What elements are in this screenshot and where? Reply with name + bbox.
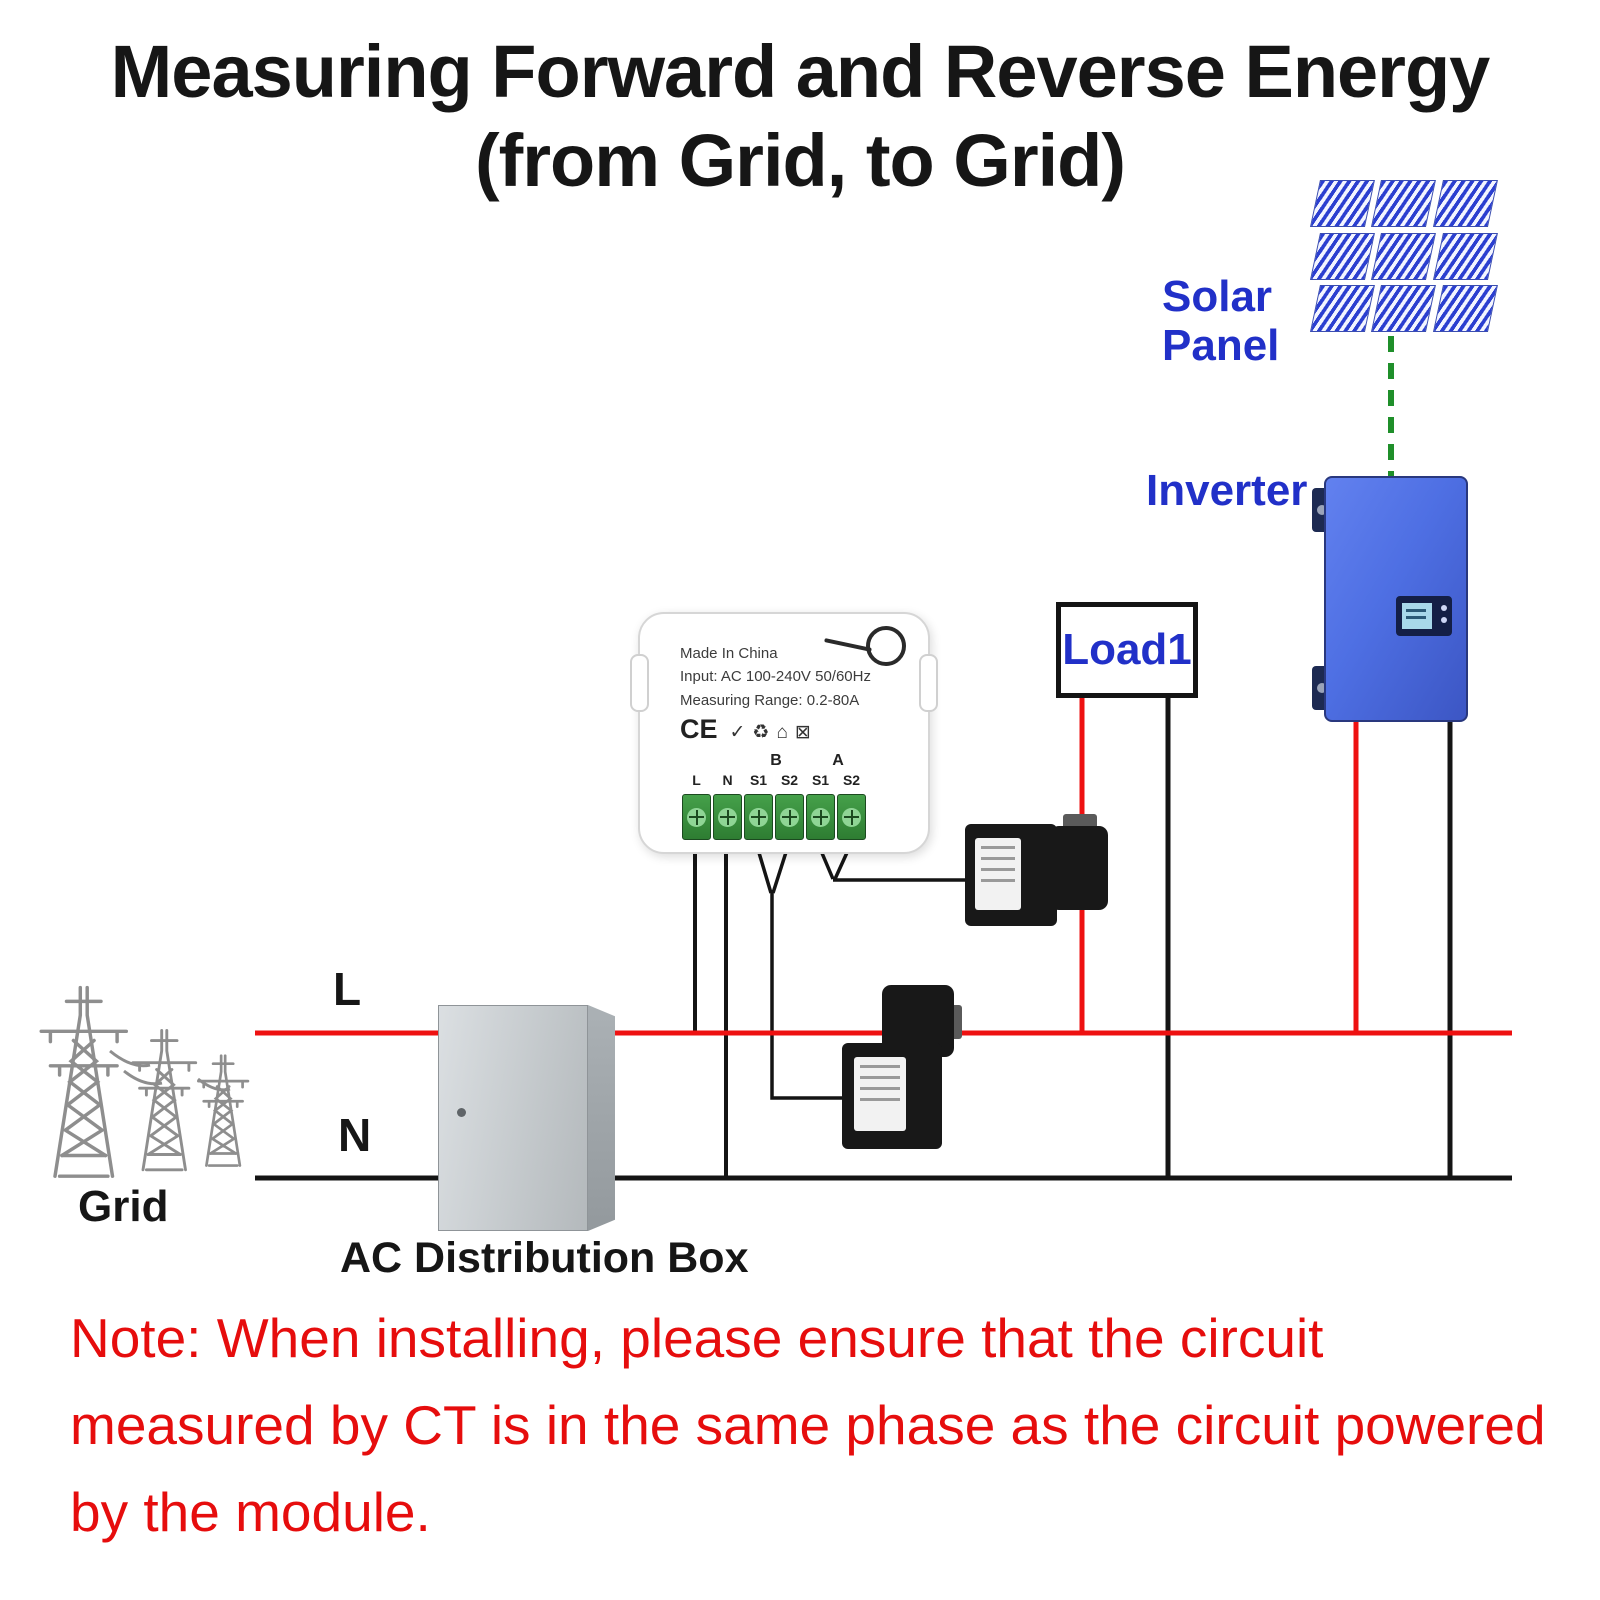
ct-clamp-jaw (1050, 826, 1108, 910)
terminal-label-a-s2: S2 (842, 772, 861, 788)
terminal-screw (744, 794, 773, 840)
ct-clamp-b (842, 985, 990, 1150)
certification-icons: ✓♻⌂⊠ (729, 722, 818, 743)
terminal-screw (713, 794, 742, 840)
ct-clamp-a (965, 806, 1113, 931)
meter-mount-tab (919, 654, 938, 712)
terminal-label-b-s1: S1 (749, 772, 768, 788)
grid-label: Grid (78, 1182, 169, 1231)
diagram-title: Measuring Forward and Reverse Energy (fr… (0, 28, 1600, 206)
meter-range-spec: Measuring Range: 0.2-80A (680, 691, 860, 709)
ct-spec-label (854, 1057, 906, 1131)
terminal-screw (837, 794, 866, 840)
solar-label-line-1: Solar (1162, 272, 1273, 321)
solar-panel-label: Solar Panel (1162, 272, 1279, 371)
group-a-label: A (832, 752, 844, 769)
keyhole-icon (866, 626, 906, 666)
terminal-screw (806, 794, 835, 840)
terminal-label-a-s1: S1 (811, 772, 830, 788)
ac-distribution-box (438, 1005, 618, 1231)
load1-label: Load1 (1062, 625, 1192, 674)
terminal-screw (682, 794, 711, 840)
ct-spec-label (975, 838, 1021, 910)
wire-ct-b-lead (770, 890, 862, 1100)
inverter-body (1324, 476, 1468, 722)
title-line-1: Measuring Forward and Reverse Energy (110, 30, 1491, 113)
terminal-screw (775, 794, 804, 840)
title-line-2: (from Grid, to Grid) (474, 118, 1126, 202)
meter-spec-text: Made In China Input: AC 100-240V 50/60Hz… (680, 642, 871, 712)
neutral-wire-label: N (338, 1109, 372, 1161)
terminal-label-n: N (722, 772, 733, 788)
terminal-strip (682, 794, 866, 840)
grid-towers-icon (39, 985, 250, 1178)
group-b-label: B (770, 752, 782, 769)
solar-label-line-2: Panel (1162, 321, 1280, 371)
ac-box-front (438, 1005, 588, 1231)
live-wire-label: L (333, 963, 362, 1015)
inverter-device (1312, 476, 1468, 722)
tower-large (39, 985, 129, 1178)
load1-box: Load1 (1056, 602, 1198, 698)
terminal-label-l: L (692, 772, 701, 788)
conductor-arcs (109, 1049, 231, 1092)
meter-input-spec: Input: AC 100-240V 50/60Hz (680, 668, 871, 686)
certification-row: CE ✓♻⌂⊠ (680, 714, 818, 745)
meter-mount-tab (630, 654, 649, 712)
note-text: Note: When installing, please ensure tha… (70, 1307, 1546, 1543)
energy-meter-module: Made In China Input: AC 100-240V 50/60Hz… (630, 612, 938, 854)
ac-box-lock (457, 1108, 466, 1117)
tower-medium (131, 1028, 198, 1172)
inverter-display (1396, 596, 1452, 636)
terminal-labels: L N S1 S2 S1 S2 (682, 772, 866, 788)
tower-small (197, 1054, 250, 1167)
meter-made-in: Made In China (680, 645, 778, 662)
ac-box-label: AC Distribution Box (340, 1234, 749, 1282)
ce-mark: CE (680, 714, 718, 744)
terminal-label-b-s2: S2 (780, 772, 799, 788)
ac-box-side (588, 1005, 615, 1231)
inverter-label: Inverter (1146, 466, 1308, 515)
